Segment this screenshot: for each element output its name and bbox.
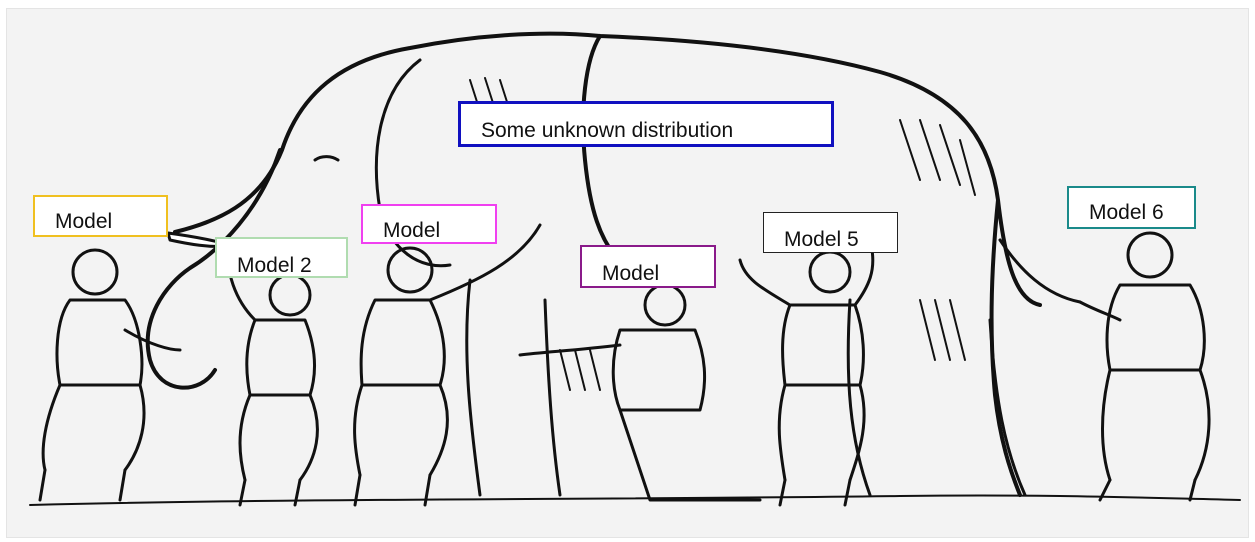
model-6-label: Model 6 <box>1067 186 1196 229</box>
unknown-distribution-label: Some unknown distribution <box>458 101 834 147</box>
man-5-figure <box>738 248 875 507</box>
elephant-rear-leg <box>846 298 1027 497</box>
model-5-label: Model 5 <box>763 212 898 253</box>
ground-line <box>29 494 1241 506</box>
man-1-figure <box>38 248 182 502</box>
man-3-figure <box>353 223 542 507</box>
elephant-ear <box>374 58 452 268</box>
model-3-label: Model <box>361 204 497 244</box>
elephant-front-leg <box>465 278 562 497</box>
elephant-eye <box>313 155 340 162</box>
man-4-figure <box>518 283 762 502</box>
model-2-label: Model 2 <box>215 237 348 278</box>
elephant-hatching <box>469 77 976 391</box>
man-6-figure <box>1078 231 1211 502</box>
elephant-tail <box>998 238 1082 304</box>
elephant-body <box>173 31 1042 497</box>
model-4-label: Model <box>580 245 716 288</box>
elephant-trunk <box>145 148 282 390</box>
model-1-label: Model <box>33 195 168 237</box>
man-2-figure <box>227 248 319 507</box>
